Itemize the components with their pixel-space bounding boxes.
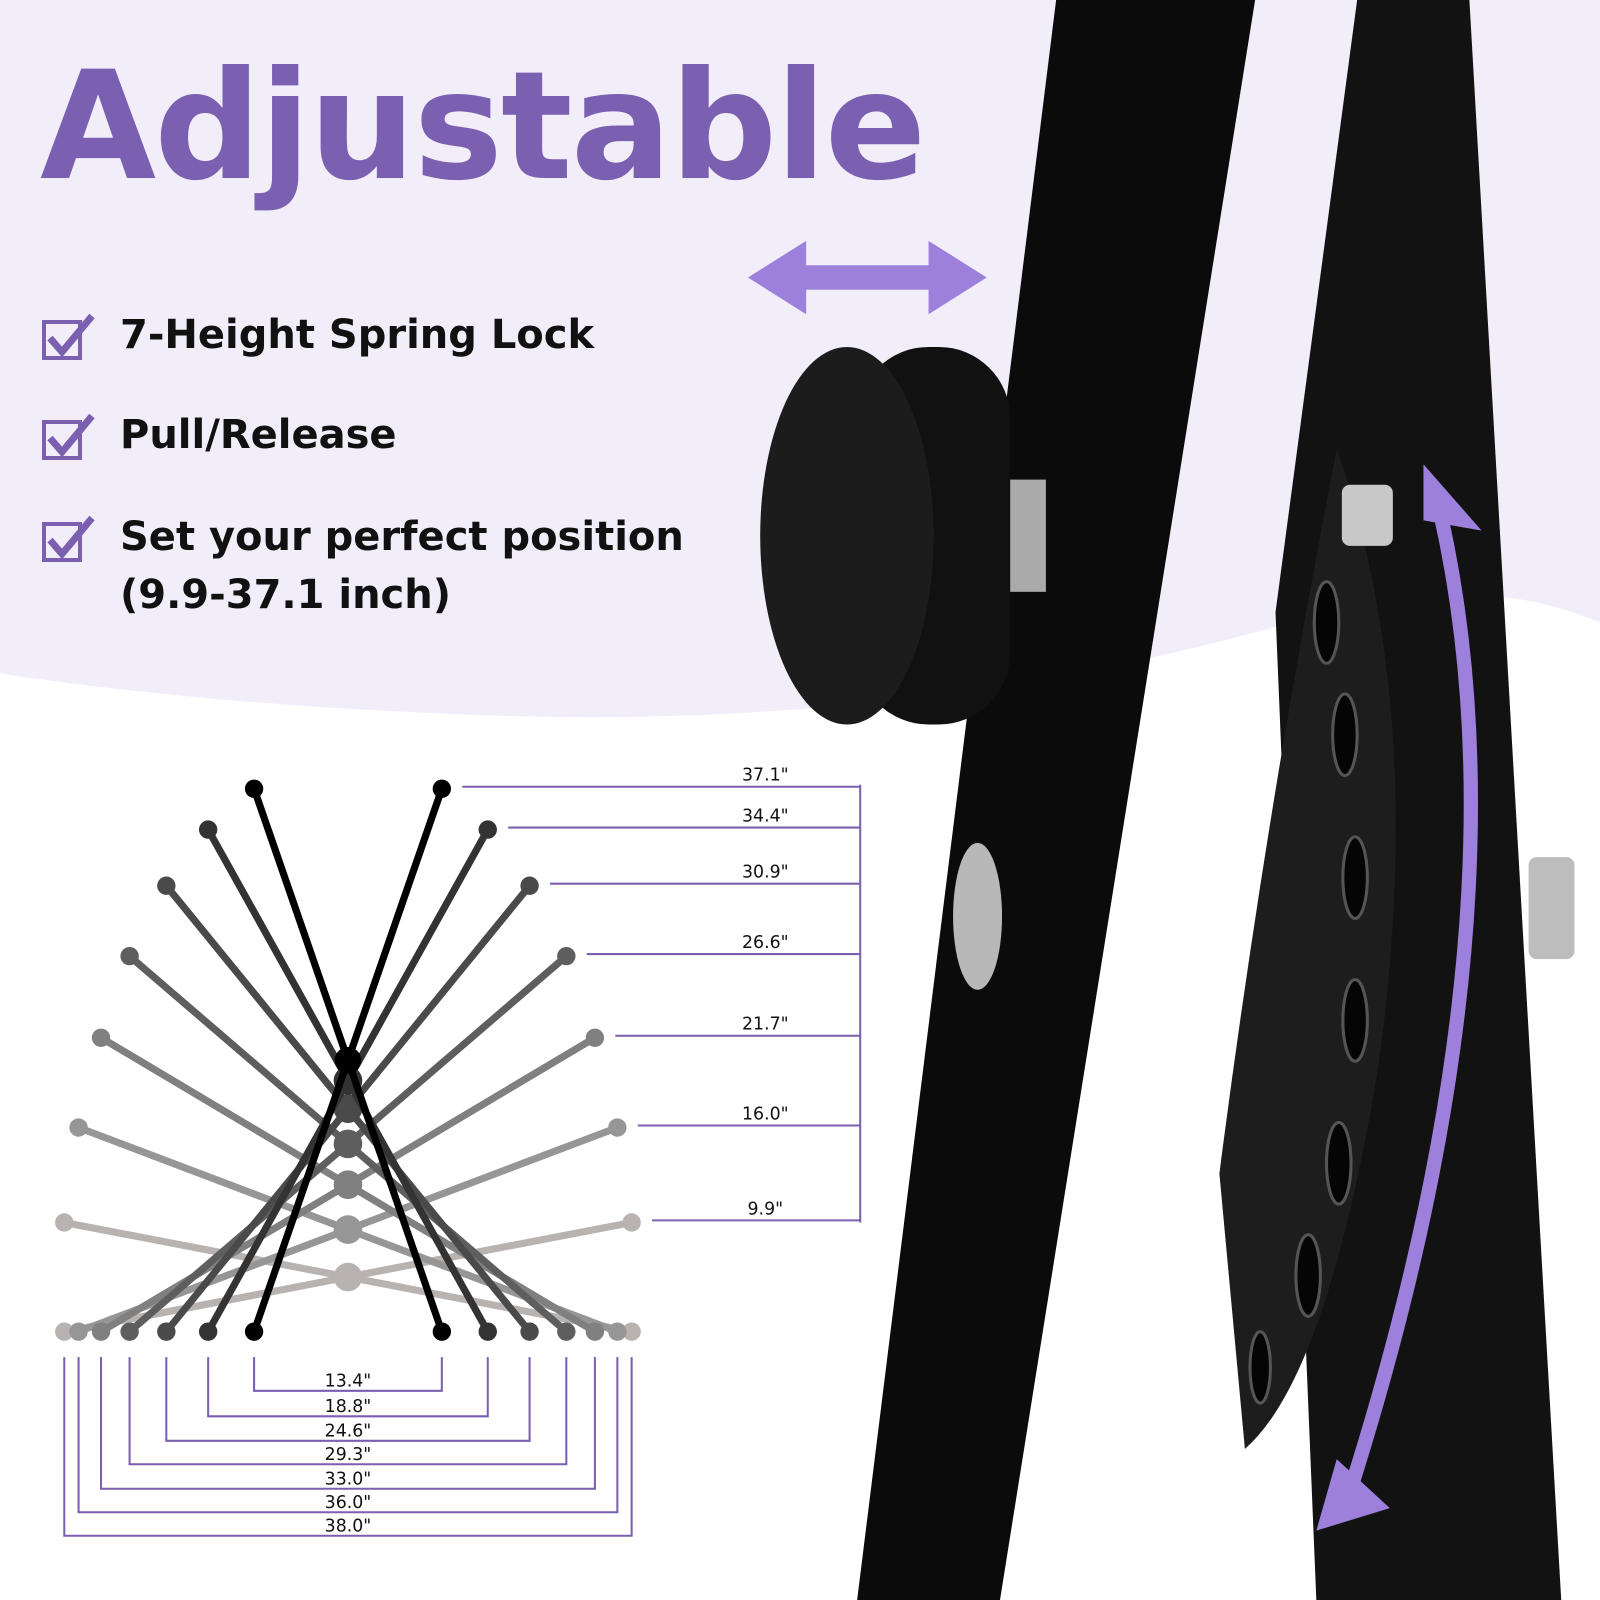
feature-item: 7-Height Spring Lock xyxy=(40,312,594,362)
joint-dot xyxy=(91,1028,111,1047)
joint-dot xyxy=(198,820,218,839)
width-dimension-bracket xyxy=(100,1357,596,1490)
stand-front-leg xyxy=(857,0,1256,1600)
feature-text: Pull/Release xyxy=(120,412,397,458)
joint-dot xyxy=(608,1118,627,1137)
feature-item: Set your perfect position (9.9-37.1 inch) xyxy=(40,514,684,618)
joint-dot xyxy=(55,1322,74,1341)
height-label: 34.4" xyxy=(742,806,789,826)
height-label: 26.6" xyxy=(742,933,789,953)
joint-dot xyxy=(69,1322,88,1341)
joint-dot xyxy=(622,1322,641,1341)
height-label: 16.0" xyxy=(742,1104,789,1124)
joint-dot xyxy=(520,876,539,895)
joint-dot xyxy=(157,876,176,895)
joint-dot xyxy=(120,946,139,966)
height-label: 21.7" xyxy=(742,1015,789,1035)
joint-dot xyxy=(557,1322,576,1341)
joint-dot xyxy=(478,1322,497,1341)
joint-dot xyxy=(608,1322,627,1341)
width-label: 38.0" xyxy=(325,1517,372,1537)
joint-dot xyxy=(585,1028,605,1047)
joint-dot xyxy=(69,1118,88,1137)
bolt-head-icon xyxy=(953,842,1003,990)
width-label: 24.6" xyxy=(325,1422,372,1442)
page-title: Adjustable xyxy=(40,40,926,214)
width-dimension-bracket xyxy=(165,1357,531,1442)
hinge-holes xyxy=(1248,580,1369,1405)
joint-dot xyxy=(244,1322,264,1341)
feature-subtext: (9.9-37.1 inch) xyxy=(120,572,452,618)
width-label: 18.8" xyxy=(325,1397,372,1417)
joint-dot xyxy=(244,779,264,798)
feature-text: Set your perfect position xyxy=(120,514,684,560)
adjustment-knob xyxy=(760,346,1046,725)
height-label: 9.9" xyxy=(748,1199,784,1219)
checkbox-checked-icon xyxy=(42,515,95,562)
horizontal-double-arrow-icon xyxy=(747,240,987,315)
joint-dot xyxy=(157,1322,176,1341)
joint-dot xyxy=(198,1322,218,1341)
width-dimension-bracket xyxy=(77,1357,619,1514)
width-label: 33.0" xyxy=(325,1470,372,1490)
height-label: 37.1" xyxy=(742,766,789,786)
joint-dot xyxy=(55,1213,74,1232)
joint-dot xyxy=(557,946,576,966)
width-dimension-bracket xyxy=(63,1357,633,1537)
joint-dot xyxy=(120,1322,139,1341)
checkbox-checked-icon xyxy=(42,313,95,360)
width-dimension-bracket xyxy=(128,1357,568,1466)
width-label: 13.4" xyxy=(325,1372,372,1392)
height-label: 30.9" xyxy=(742,863,789,883)
joint-dot xyxy=(432,779,452,798)
joint-dot xyxy=(91,1322,111,1341)
height-width-diagram: 37.1" 34.4" 30.9" 26.6" 21.7" 16.0" 9.9" 13.4" 1… xyxy=(55,766,862,1537)
width-dimension-bracket xyxy=(207,1357,489,1418)
pivot-dot xyxy=(333,1094,363,1123)
feature-item: Pull/Release xyxy=(40,412,397,462)
width-label: 29.3" xyxy=(325,1445,372,1465)
joint-dot xyxy=(520,1322,539,1341)
pivot-dot xyxy=(333,1215,363,1244)
curved-double-arrow-icon xyxy=(1316,464,1482,1531)
joint-dot xyxy=(478,820,497,839)
checkbox-checked-icon xyxy=(42,413,95,460)
joint-dot xyxy=(622,1213,641,1232)
width-dimension-bracket xyxy=(253,1357,443,1392)
feature-text: 7-Height Spring Lock xyxy=(120,312,595,358)
pivot-dot xyxy=(333,1129,363,1159)
pivot-dot xyxy=(334,1046,362,1074)
pivot-dot xyxy=(333,1262,363,1292)
joint-dot xyxy=(585,1322,605,1341)
bolt-nut-icon xyxy=(1341,484,1393,546)
joint-dot xyxy=(432,1322,452,1341)
width-label: 36.0" xyxy=(325,1493,372,1513)
pivot-dot xyxy=(333,1170,363,1199)
bolt-nut-icon xyxy=(1528,857,1575,960)
